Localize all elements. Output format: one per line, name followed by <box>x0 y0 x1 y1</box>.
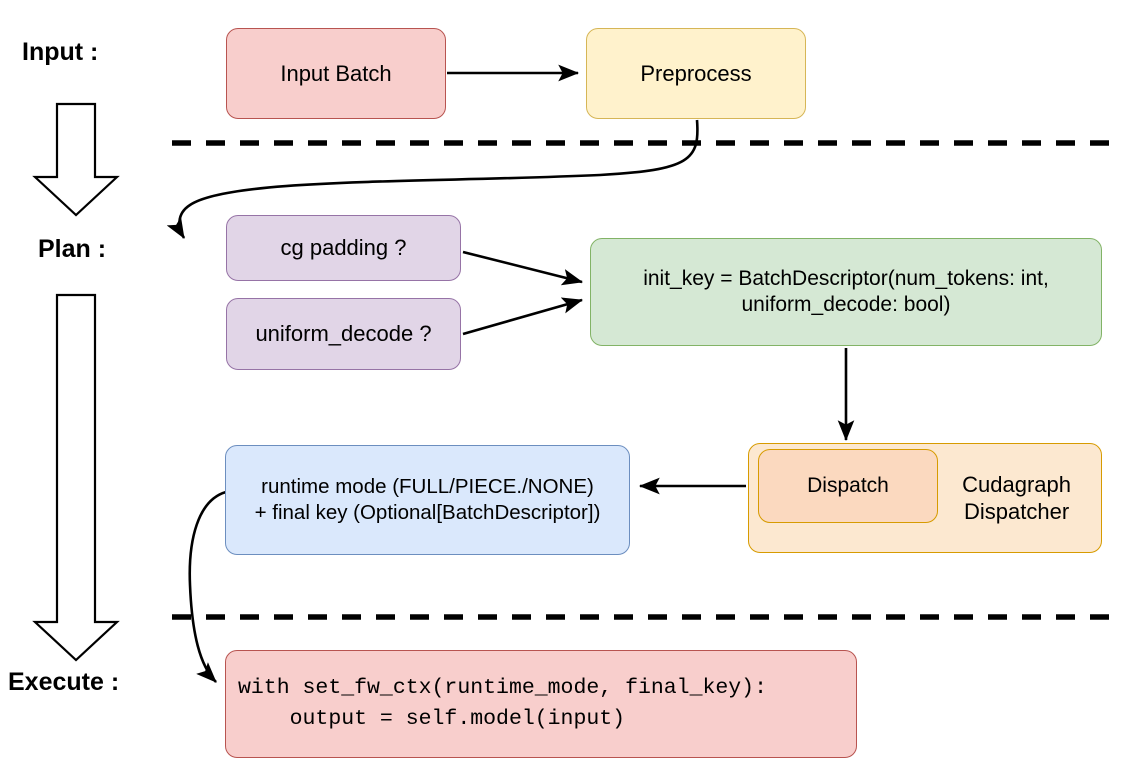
node-execute-code[interactable]: with set_fw_ctx(runtime_mode, final_key)… <box>225 650 857 758</box>
node-preprocess[interactable]: Preprocess <box>586 28 806 119</box>
stage-label-input: Input : <box>22 38 99 66</box>
uniform-decode-to-init-key <box>462 297 583 336</box>
node-runtime-mode[interactable]: runtime mode (FULL/PIECE./NONE) + final … <box>225 445 630 555</box>
plan-to-execute-arrow <box>32 293 120 662</box>
node-dispatch[interactable]: Dispatch <box>758 449 938 523</box>
node-uniform-decode[interactable]: uniform_decode ? <box>226 298 461 370</box>
stage-label-plan: Plan : <box>38 235 107 263</box>
node-input-batch[interactable]: Input Batch <box>226 28 446 119</box>
cg-padding-to-init-key <box>462 250 584 286</box>
input-to-plan-arrow <box>32 102 120 217</box>
runtime-mode-to-execute-code <box>188 490 227 683</box>
node-cg-padding[interactable]: cg padding ? <box>226 215 461 281</box>
node-init-key[interactable]: init_key = BatchDescriptor(num_tokens: i… <box>590 238 1102 346</box>
cudagraph-dispatcher-label: Cudagraph Dispatcher <box>962 471 1071 525</box>
stage-label-execute: Execute : <box>8 668 120 696</box>
